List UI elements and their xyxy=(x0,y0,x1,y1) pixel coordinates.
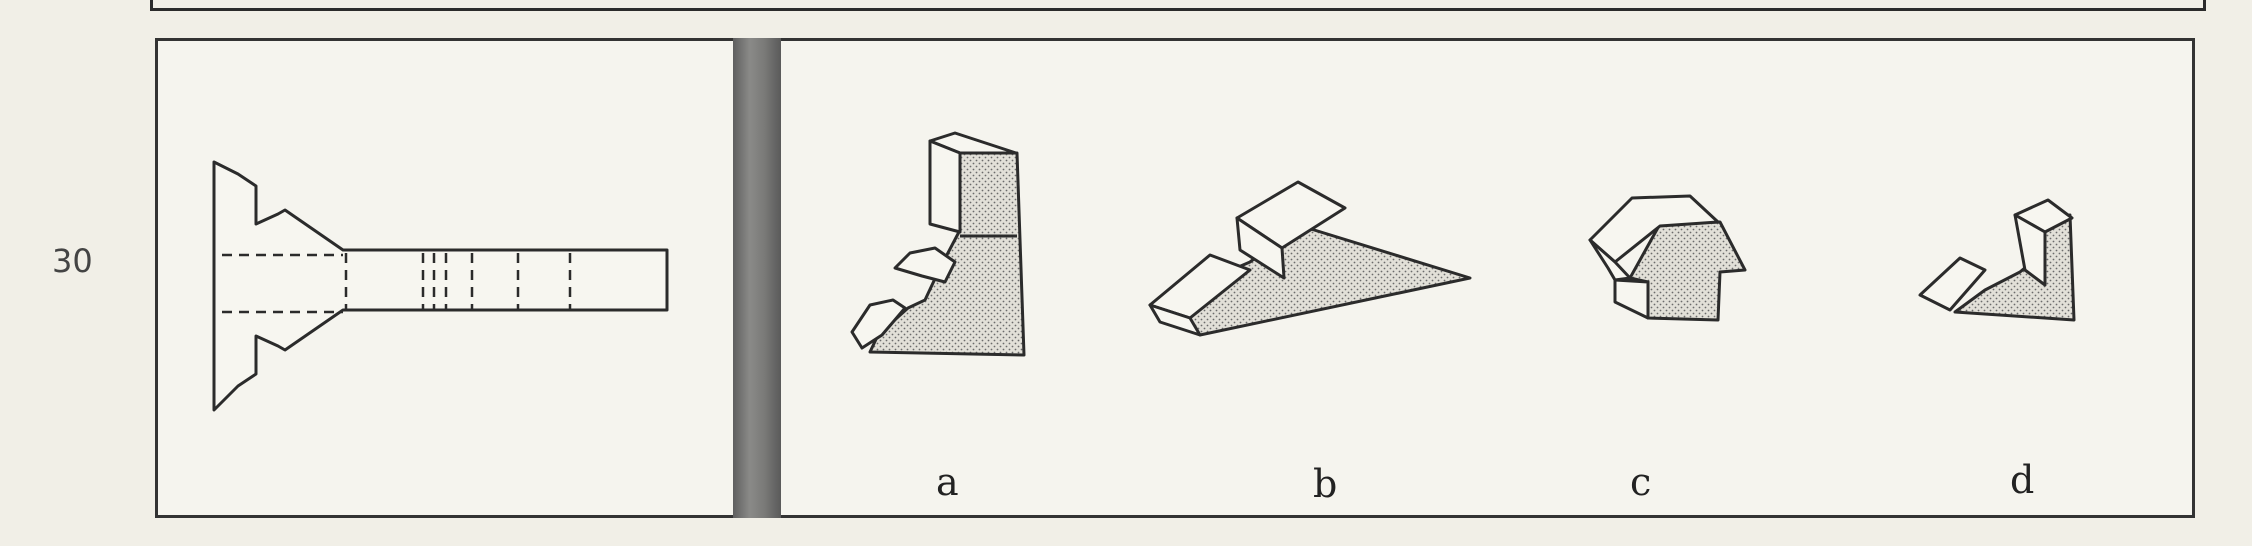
option-b-label: b xyxy=(1313,462,1338,506)
option-c-label: c xyxy=(1630,460,1652,504)
flat-net-figure xyxy=(212,160,669,412)
option-d-figure xyxy=(1918,198,2076,322)
option-b-figure xyxy=(1148,180,1472,337)
option-a-figure xyxy=(850,131,1026,357)
option-a-label: a xyxy=(936,460,959,504)
option-d-label: d xyxy=(2010,458,2035,502)
option-c-figure xyxy=(1588,194,1747,322)
panel-divider xyxy=(733,38,781,518)
previous-question-frame-bottom xyxy=(150,0,2206,11)
question-number: 30 xyxy=(52,242,93,280)
